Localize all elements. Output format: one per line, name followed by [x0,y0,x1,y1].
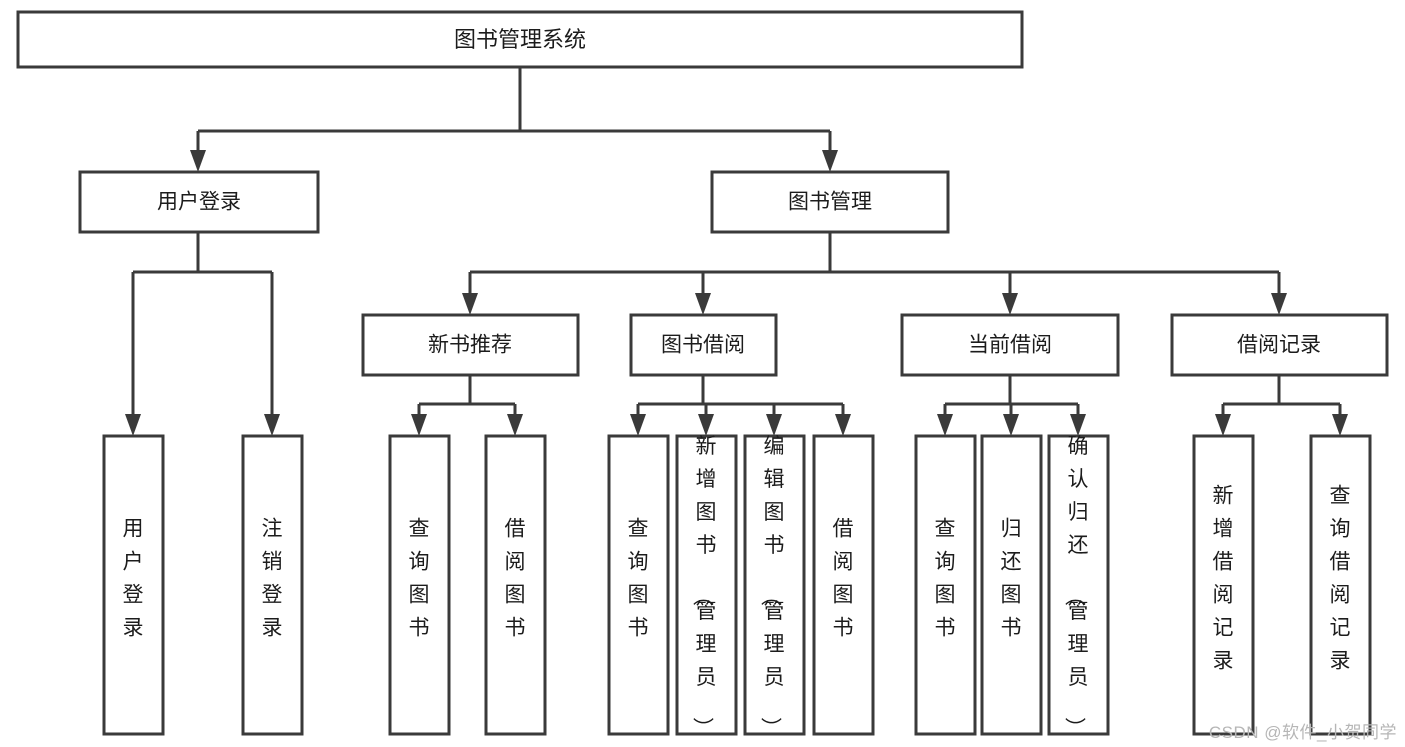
arrowhead-leaf-query-book-3 [937,414,953,436]
arrowhead-leaf-edit-book [766,414,782,436]
leaf-node-confirm-return-box[interactable] [1047,434,1110,736]
node-new-book-recommend-box[interactable] [361,313,580,377]
leaf-node-add-record-label: 新增借阅记录 [1213,485,1234,673]
arrowhead-user-login [190,150,206,172]
leaf-node-user-login[interactable]: 用户登录 [102,434,165,736]
leaf-node-return-book-box[interactable] [980,434,1043,736]
leaf-node-query-book-1[interactable]: 查询图书 [388,434,451,736]
node-book-management[interactable]: 图书管理 [710,170,950,234]
node-book-management-box[interactable] [710,170,950,234]
arrowhead-book-borrow [695,293,711,315]
connector-layer [125,67,1348,436]
leaf-node-user-login-label: 用户登录 [123,518,144,640]
leaf-node-add-record-box[interactable] [1192,434,1255,736]
arrowhead-leaf-query-record [1332,414,1348,436]
leaf-node-query-book-2[interactable]: 查询图书 [607,434,670,736]
leaf-node-query-book-3[interactable]: 查询图书 [914,434,977,736]
leaf-node-user-login-box[interactable] [102,434,165,736]
arrowhead-new-book-recommend [462,293,478,315]
leaf-node-query-book-2-box[interactable] [607,434,670,736]
node-root-system-box[interactable] [16,10,1024,69]
leaf-node-query-book-1-box[interactable] [388,434,451,736]
leaf-node-confirm-return-label: 确认归还（管理员） [1063,435,1089,738]
node-borrow-record[interactable]: 借阅记录 [1170,313,1389,377]
node-root-system[interactable]: 图书管理系统 [16,10,1024,69]
node-borrow-record-box[interactable] [1170,313,1389,377]
node-borrow-record-label: 借阅记录 [1237,334,1321,357]
leaf-node-query-record-box[interactable] [1309,434,1372,736]
arrowhead-leaf-return-book [1003,414,1019,436]
arrowhead-leaf-user-login [125,414,141,436]
node-root-system-label: 图书管理系统 [454,27,586,52]
leaf-node-user-logout-label: 注销登录 [262,518,283,640]
leaf-node-query-book-3-box[interactable] [914,434,977,736]
node-user-login-box[interactable] [78,170,320,234]
arrowhead-leaf-borrow-book-1 [507,414,523,436]
node-book-management-label: 图书管理 [788,191,872,214]
arrowhead-leaf-confirm-return [1070,414,1086,436]
node-user-login-label: 用户登录 [157,191,241,214]
node-current-borrow-label: 当前借阅 [968,334,1052,357]
leaf-node-borrow-book-2-label: 借阅图书 [833,518,854,640]
leaf-node-edit-book[interactable]: 编辑图书（管理员） [743,434,806,738]
leaf-node-add-book[interactable]: 新增图书（管理员） [675,434,738,738]
leaf-node-borrow-book-2-box[interactable] [812,434,875,736]
leaf-node-return-book[interactable]: 归还图书 [980,434,1043,736]
leaf-node-user-logout[interactable]: 注销登录 [241,434,304,736]
leaf-layer: 用户登录 注销登录 查询图书 借阅图书 查询图书 新 [102,434,1372,738]
node-current-borrow-box[interactable] [900,313,1120,377]
leaf-node-add-book-box[interactable] [675,434,738,736]
arrowhead-borrow-record [1271,293,1287,315]
node-user-login[interactable]: 用户登录 [78,170,320,234]
arrowhead-leaf-borrow-book-2 [835,414,851,436]
arrowhead-leaf-query-book-1 [411,414,427,436]
node-book-borrow[interactable]: 图书借阅 [629,313,778,377]
arrowhead-leaf-add-record [1215,414,1231,436]
node-book-borrow-box[interactable] [629,313,778,377]
arrowhead-leaf-add-book [698,414,714,436]
leaf-node-borrow-book-1[interactable]: 借阅图书 [484,434,547,736]
leaf-node-query-record[interactable]: 查询借阅记录 [1309,434,1372,736]
leaf-node-query-book-1-label: 查询图书 [409,518,430,640]
node-new-book-recommend-label: 新书推荐 [428,334,512,357]
leaf-node-query-record-label: 查询借阅记录 [1330,485,1351,673]
leaf-node-edit-book-box[interactable] [743,434,806,736]
node-current-borrow[interactable]: 当前借阅 [900,313,1120,377]
leaf-node-query-book-3-label: 查询图书 [935,518,956,640]
leaf-node-borrow-book-1-label: 借阅图书 [505,518,526,640]
node-book-borrow-label: 图书借阅 [661,334,745,357]
leaf-node-confirm-return[interactable]: 确认归还（管理员） [1047,434,1110,738]
leaf-node-add-record[interactable]: 新增借阅记录 [1192,434,1255,736]
leaf-node-borrow-book-2[interactable]: 借阅图书 [812,434,875,736]
leaf-node-add-book-label: 新增图书（管理员） [691,435,717,738]
leaf-node-query-book-2-label: 查询图书 [628,518,649,640]
node-new-book-recommend[interactable]: 新书推荐 [361,313,580,377]
leaf-node-edit-book-label: 编辑图书（管理员） [759,435,785,738]
leaf-node-borrow-book-1-box[interactable] [484,434,547,736]
leaf-node-user-logout-box[interactable] [241,434,304,736]
arrowhead-current-borrow [1002,293,1018,315]
arrowhead-leaf-user-logout [264,414,280,436]
arrowhead-leaf-query-book-2 [630,414,646,436]
leaf-node-return-book-label: 归还图书 [1001,518,1022,640]
arrowhead-book-management [822,150,838,172]
